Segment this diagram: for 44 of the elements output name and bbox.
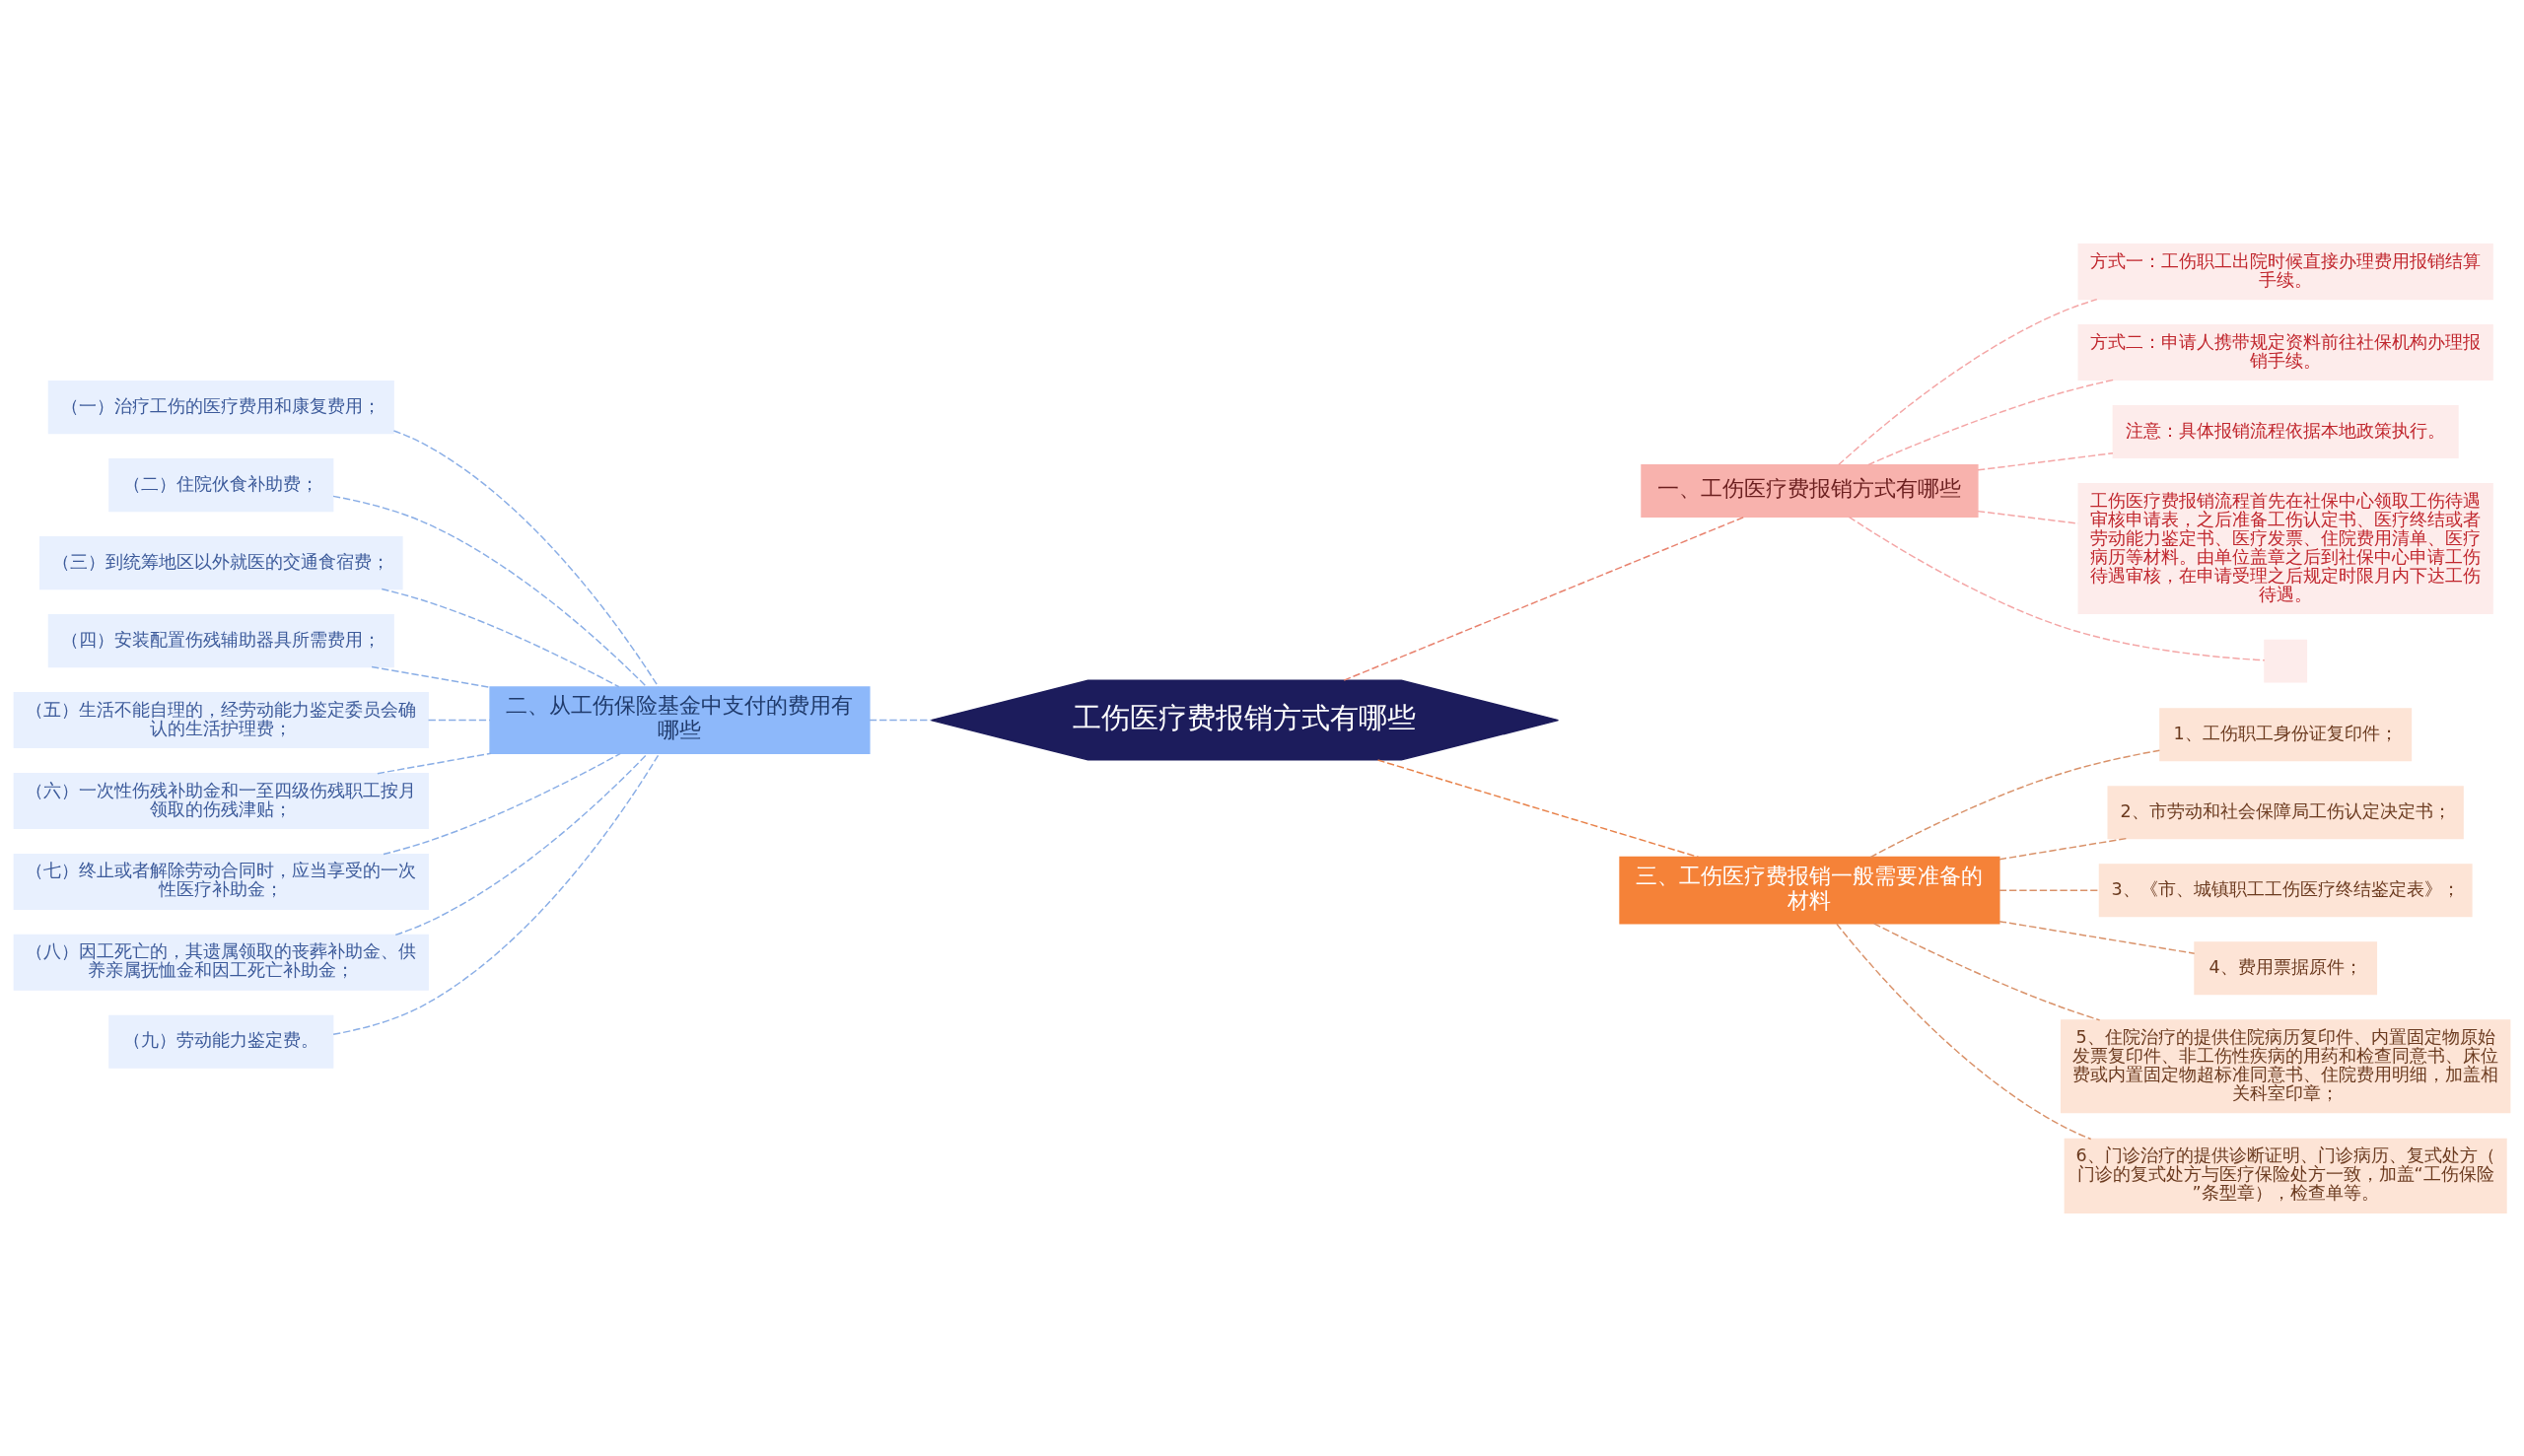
node-box: 2、市劳动和社会保障局工伤认定决定书； [2107, 785, 2464, 839]
node-box: （三）到统筹地区以外就医的交通食宿费； [38, 535, 403, 589]
node-box: 6、门诊治疗的提供诊断证明、门诊病历、复式处方（门诊的复式处方与医疗保险处方一致，加盖“工伤保险”条型章），检查单等。 [2064, 1138, 2507, 1213]
connector [394, 752, 649, 936]
node-box: 二、从工伤保险基金中支付的费用有哪些 [489, 685, 871, 754]
node-box: 4、费用票据原件； [2194, 940, 2378, 995]
node-box: （六）一次性伤残补助金和一至四级伤残职工按月领取的伤残津贴； [13, 772, 429, 829]
connector [1998, 837, 2128, 860]
connector [332, 495, 648, 687]
node-box: 1、工伤职工身份证复印件； [2159, 707, 2413, 761]
node-box: （八）因工死亡的，其遗属领取的丧葬补助金、供养亲属抚恤金和因工死亡补助金； [13, 934, 429, 991]
connector [1873, 922, 2101, 1021]
connector [1998, 888, 2100, 891]
connector [1343, 516, 1745, 681]
node-box: （九）劳动能力鉴定费。 [108, 1014, 334, 1069]
node-box: 注意：具体报销流程依据本地政策执行。 [2112, 404, 2459, 458]
node-box: 三、工伤医疗费报销一般需要准备的材料 [1619, 856, 2000, 925]
connector [383, 752, 622, 855]
connector [332, 752, 661, 1035]
connector [427, 719, 491, 721]
connector [1838, 298, 2098, 465]
node-box: （一）治疗工伤的医疗费用和康复费用； [47, 380, 394, 434]
connector [1848, 516, 2266, 660]
node-box: 方式二：申请人携带规定资料前往社保机构办理报销手续。 [2077, 323, 2493, 381]
node-box [2264, 639, 2308, 683]
node-box: 3、《市、城镇职工工伤医疗终结鉴定表》； [2098, 863, 2473, 917]
node-box: 5、住院治疗的提供住院病历复印件、内置固定物原始发票复印件、非工伤性疾病的用药和检查同意书、床位费或内置固定物超标准同意书、住院费用明细，加盖相关科室印章； [2060, 1018, 2511, 1113]
node-box: （四）安装配置伤残辅助器具所需费用； [47, 613, 394, 667]
connector [392, 429, 660, 687]
connector [1869, 749, 2161, 858]
connector [371, 665, 491, 688]
node-box: （二）住院伙食补助费； [108, 457, 334, 512]
node-box: （五）生活不能自理的，经劳动能力鉴定委员会确认的生活护理费； [13, 691, 429, 748]
connector [381, 588, 620, 687]
node-box: 一、工伤医疗费报销方式有哪些 [1641, 463, 1979, 518]
connector [1376, 758, 1700, 858]
node-box: 方式一：工伤职工出院时候直接办理费用报销结算手续。 [2077, 243, 2493, 300]
connector [1998, 920, 2196, 954]
connector [1977, 451, 2114, 471]
connector [377, 752, 492, 774]
connector [1867, 379, 2114, 465]
connector [1836, 923, 2092, 1140]
connector [869, 719, 932, 721]
node-box: （七）终止或者解除劳动合同时，应当享受的一次性医疗补助金； [13, 853, 429, 910]
